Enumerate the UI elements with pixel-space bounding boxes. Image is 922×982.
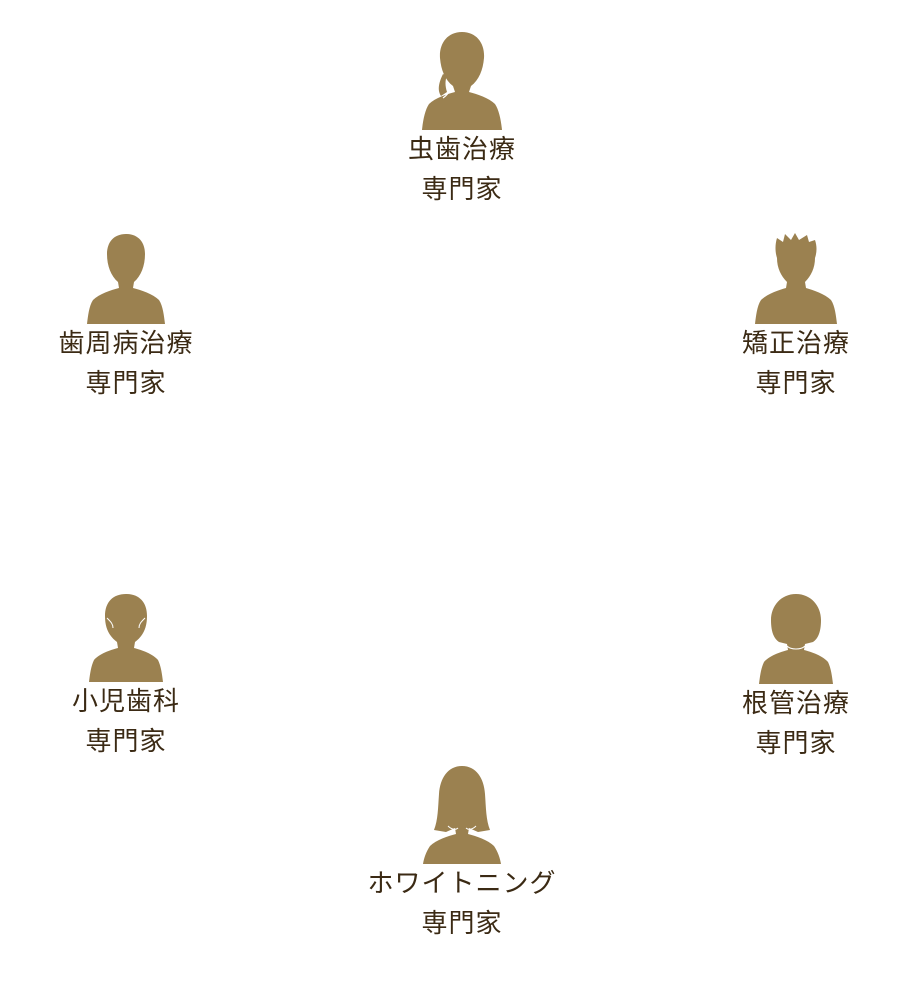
woman-ponytail-icon bbox=[422, 32, 502, 130]
specialist-suffix: 専門家 bbox=[421, 175, 503, 205]
specialist-suffix: 専門家 bbox=[85, 369, 167, 399]
boy-icon bbox=[89, 594, 163, 682]
specialist-suffix: 専門家 bbox=[421, 909, 503, 939]
man-icon bbox=[87, 234, 165, 324]
specialist-endodontic: 根管治療 専門家 bbox=[696, 592, 896, 764]
specialist-whitening: ホワイトニング 専門家 bbox=[362, 764, 562, 944]
specialist-pediatric: 小児歯科 専門家 bbox=[26, 592, 226, 762]
specialty-name: 根管治療 bbox=[741, 689, 850, 719]
woman-long-hair-icon bbox=[423, 766, 501, 864]
specialty-name: ホワイトニング bbox=[367, 869, 557, 899]
specialty-name: 矯正治療 bbox=[741, 329, 850, 359]
specialist-suffix: 専門家 bbox=[755, 729, 837, 759]
man-spiky-hair-icon bbox=[755, 233, 837, 324]
specialist-caries: 虫歯治療 専門家 bbox=[362, 30, 562, 210]
specialist-suffix: 専門家 bbox=[755, 369, 837, 399]
specialty-name: 虫歯治療 bbox=[407, 135, 516, 165]
specialty-name: 小児歯科 bbox=[71, 687, 180, 717]
specialist-periodontal: 歯周病治療 専門家 bbox=[26, 232, 226, 404]
specialty-name: 歯周病治療 bbox=[58, 329, 194, 359]
specialist-orthodontic: 矯正治療 専門家 bbox=[696, 232, 896, 404]
woman-bob-icon bbox=[759, 594, 833, 684]
specialist-suffix: 専門家 bbox=[85, 727, 167, 757]
